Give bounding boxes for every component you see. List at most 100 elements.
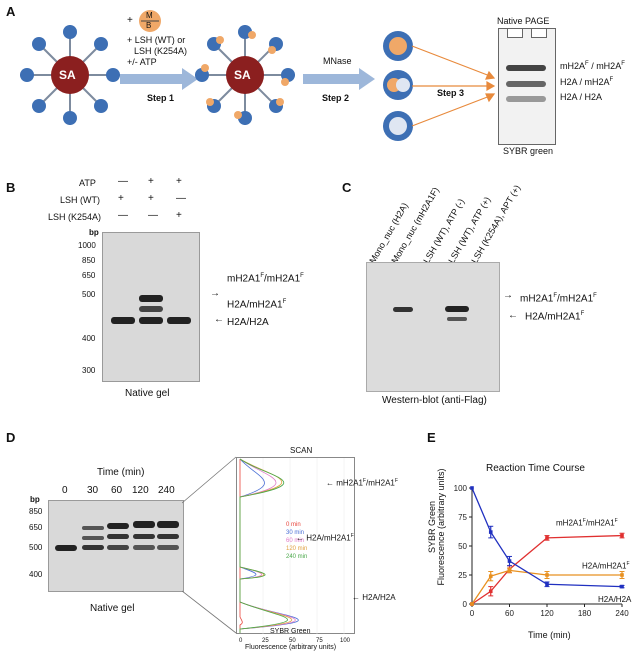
data-point	[470, 602, 474, 606]
sa-bead-label-2: SA	[234, 68, 251, 82]
ladder-d-500: 500	[29, 543, 43, 552]
scan-peak-3: ← H2A/H2A	[352, 593, 396, 602]
sybr-green-label: SYBR green	[503, 146, 554, 156]
ladder-d-400: 400	[29, 570, 43, 579]
series-label-h2a-mh2a1f: H2A/mH2A1F	[582, 561, 630, 571]
step3-label: Step 3	[437, 88, 465, 98]
time-240: 240	[158, 485, 175, 496]
step1-label: Step 1	[147, 93, 175, 103]
panel-a-label: A	[6, 4, 16, 19]
ladder-b-400: 400	[82, 334, 96, 343]
time-title: Time (min)	[97, 467, 145, 478]
x-tick-label: 180	[578, 609, 592, 618]
time-30: 30	[87, 485, 99, 496]
y-tick-label: 25	[458, 571, 467, 580]
condition-line-3: +/- ATP	[127, 57, 157, 67]
gel-b-arrow-1: →	[210, 288, 220, 299]
scan-xlabel-2: Fluorescence (arbitrary units)	[245, 644, 337, 651]
sign-b-0-2: +	[176, 176, 182, 187]
time-0: 0	[62, 485, 68, 496]
ladder-b-300: 300	[82, 366, 96, 375]
blot-c-label-1: mH2A1F/mH2A1F	[520, 293, 597, 305]
legend-0min: 0 min	[286, 522, 301, 528]
x-tick-label: 60	[505, 609, 514, 618]
data-point	[470, 486, 474, 490]
step3-arrows	[411, 45, 496, 127]
page-band-2-label: H2A / mH2AF	[560, 77, 614, 87]
western-blot	[366, 262, 500, 392]
scan-zoom-lines	[182, 456, 237, 634]
plus-sign: +	[127, 15, 133, 26]
scan-legend: 0 min 30 min 60 min 120 min 240 min	[286, 522, 307, 562]
native-gel-d	[48, 500, 184, 592]
condition-line-1: + LSH (WT) or	[127, 35, 186, 45]
x-tick-label: 120	[540, 609, 554, 618]
legend-30min: 30 min	[286, 530, 305, 536]
sa-bead-label-1: SA	[59, 68, 76, 82]
data-point	[545, 573, 549, 577]
data-point	[545, 582, 549, 587]
scan-xtick-50: 50	[289, 638, 296, 644]
mb-bottom-letter: B	[146, 21, 152, 30]
panel-b-label: B	[6, 180, 16, 195]
ladder-b-1000: 1000	[78, 241, 96, 250]
scan-xtick-0: 0	[239, 638, 243, 644]
scan-xlabel-1: SYBR Green	[270, 628, 311, 635]
y-tick-label: 50	[458, 542, 467, 551]
data-point	[545, 536, 549, 540]
step2-arrow	[303, 68, 375, 90]
gel-b-arrow-3: ←	[214, 314, 224, 325]
scan-xtick-100: 100	[340, 638, 351, 644]
ladder-b-650: 650	[82, 271, 96, 280]
page-gel-cartoon	[498, 28, 556, 145]
row-label-lsh-k254a: LSH (K254A)	[48, 212, 102, 222]
data-point	[507, 568, 512, 573]
ladder-d-850: 850	[29, 507, 43, 516]
gel-b-label-2: H2A/mH2A1F	[227, 299, 287, 311]
blot-c-label-2: H2A/mH2A1F	[525, 311, 585, 323]
x-tick-label: 0	[470, 609, 475, 618]
data-point	[488, 574, 493, 578]
y-tick-label: 100	[454, 484, 468, 493]
sign-b-2-1: —	[148, 210, 158, 221]
released-nucleosomes	[383, 31, 413, 141]
sign-b-1-1: +	[148, 193, 154, 204]
native-gel-b-caption: Native gel	[125, 388, 170, 399]
gel-b-label-3: H2A/H2A	[227, 317, 269, 328]
sign-b-0-0: —	[118, 176, 128, 187]
page-band-1-label: mH2AF / mH2AF	[560, 61, 625, 71]
time-120: 120	[132, 485, 149, 496]
step2-label: Step 2	[322, 93, 350, 103]
data-point	[620, 533, 624, 538]
data-point	[507, 559, 512, 563]
mb-top-letter: M	[146, 11, 153, 20]
scan-peak-1: ← mH2A1F/mH2A1F	[326, 478, 398, 488]
scan-title: SCAN	[290, 446, 313, 455]
condition-line-2: LSH (K254A)	[134, 46, 188, 56]
sign-b-0-1: +	[148, 176, 154, 187]
row-label-lsh-wt: LSH (WT)	[60, 195, 100, 205]
panel-d-label: D	[6, 430, 16, 445]
sign-b-1-0: +	[118, 193, 124, 204]
scan-peak-2: ← H2A/mH2A1F	[296, 533, 354, 543]
scan-xtick-75: 75	[316, 638, 323, 644]
native-page-label: Native PAGE	[497, 16, 550, 26]
bp-label-b: bp	[89, 228, 99, 237]
series-label-h2a-h2a: H2A/H2A	[598, 595, 632, 604]
chart-title: Reaction Time Course	[486, 463, 585, 474]
bead-cluster-1	[20, 25, 120, 125]
ladder-b-850: 850	[82, 256, 96, 265]
mnase-label: MNase	[323, 56, 352, 66]
native-gel-b	[102, 232, 200, 382]
ladder-d-650: 650	[29, 523, 43, 532]
data-point	[620, 584, 624, 589]
legend-240min: 240 min	[286, 554, 308, 560]
row-label-atp: ATP	[79, 178, 96, 188]
y-tick-label: 0	[463, 600, 468, 609]
blot-c-arrow-1: →	[503, 290, 513, 301]
data-point	[620, 573, 624, 577]
step1-arrow	[120, 68, 198, 90]
data-point	[488, 530, 493, 534]
panel-c-label: C	[342, 180, 352, 195]
